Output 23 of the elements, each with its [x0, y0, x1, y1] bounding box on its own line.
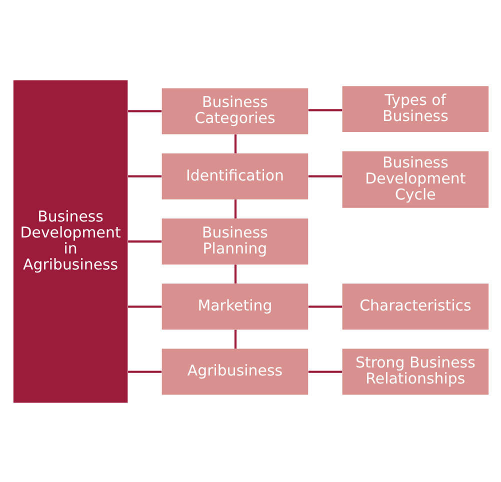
connector [308, 108, 342, 111]
connector [128, 240, 162, 242]
node-box: Types of Business [342, 86, 488, 132]
connector [234, 134, 236, 153]
connector [308, 305, 342, 308]
connector [234, 199, 236, 218]
connector [128, 174, 162, 177]
node-box: Business Development Cycle [342, 150, 488, 208]
connector [308, 370, 342, 372]
connector [128, 110, 162, 112]
node-box: Business Development in Agribusiness [12, 80, 128, 402]
node-box: Agribusiness [161, 348, 308, 394]
connector [234, 264, 236, 284]
node-box: Business Planning [161, 218, 308, 264]
node-box: Characteristics [342, 283, 488, 330]
connector [128, 370, 162, 372]
node-box: Marketing [161, 283, 308, 330]
connector [128, 305, 162, 308]
node-box: Business Categories [161, 88, 308, 134]
connector [234, 329, 236, 348]
node-box: Identification [161, 152, 308, 199]
node-box: Strong Business Relationships [342, 348, 488, 394]
connector [308, 174, 342, 177]
